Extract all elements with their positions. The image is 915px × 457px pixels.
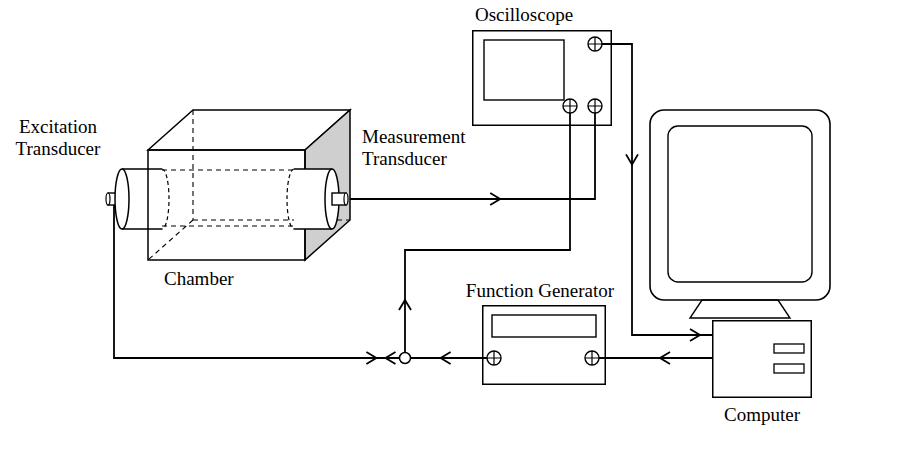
computer-tower: Computer	[712, 320, 812, 398]
knob-symbol	[563, 99, 577, 113]
arrow-head	[626, 154, 638, 164]
knob-symbol	[588, 99, 602, 113]
node-label: Chamber	[164, 268, 234, 290]
knob-symbol	[585, 351, 599, 365]
excitation-transducer-outline	[106, 168, 168, 230]
node-label: Measurement Transducer	[362, 126, 487, 170]
node-label: Computer	[724, 404, 800, 426]
function-generator: Function Generator	[482, 305, 606, 385]
monitor-stand	[690, 300, 790, 318]
node-label: Oscilloscope	[475, 4, 573, 26]
knob-symbol	[588, 37, 602, 51]
arrow-head	[490, 193, 500, 205]
node-label: Function Generator	[466, 280, 614, 302]
measurement-transducer: Measurement Transducer	[288, 168, 350, 230]
oscilloscope-outline	[472, 30, 612, 126]
arrow-head	[399, 300, 411, 310]
oscilloscope: Oscilloscope	[472, 30, 612, 126]
node-label: Excitation Transducer	[6, 116, 110, 160]
computer-tower-outline	[712, 320, 812, 398]
measurement-transducer-outline	[288, 168, 350, 230]
function-generator-outline	[482, 305, 606, 385]
monitor-screen	[668, 126, 812, 282]
arrow-head	[386, 352, 396, 364]
arrow-head	[690, 329, 700, 341]
excitation-transducer: Excitation Transducer	[106, 168, 168, 230]
monitor-case	[650, 110, 830, 300]
junction-dot	[400, 353, 411, 364]
arrow-head	[660, 352, 670, 364]
signal-wire	[348, 106, 595, 199]
knob-symbol	[487, 351, 501, 365]
arrow-head	[441, 352, 451, 364]
arrow-head	[366, 352, 376, 364]
signal-wire	[592, 357, 712, 359]
